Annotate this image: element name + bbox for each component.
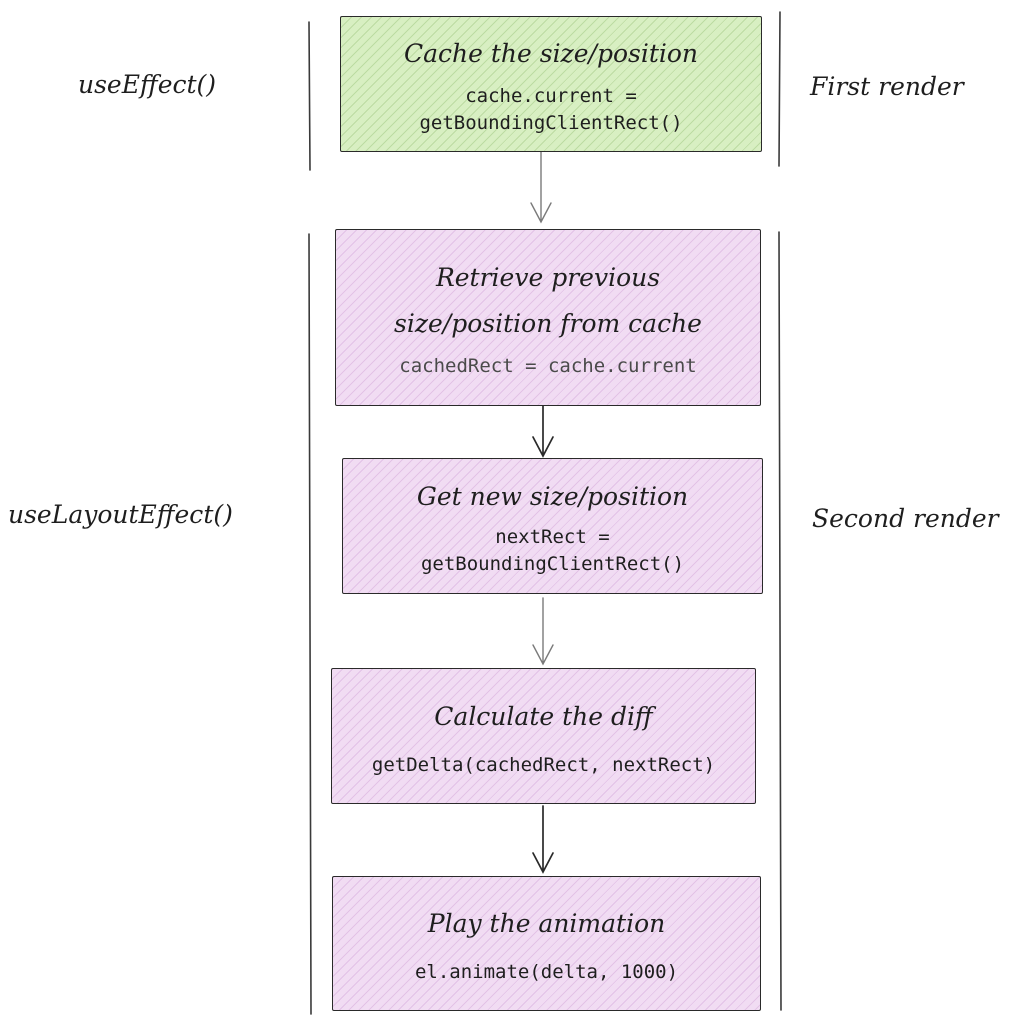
step-play-animation: Play the animation el.animate(delta, 100… <box>332 876 761 1011</box>
step-title: Get new size/position <box>416 482 689 511</box>
arrow-1 <box>530 151 552 224</box>
step-title: size/position from cache <box>394 309 702 338</box>
step-title: Retrieve previous <box>435 263 661 292</box>
label-use-effect: useEffect() <box>78 70 217 99</box>
label-first-render: First render <box>810 72 964 101</box>
step-code: getBoundingClientRect() <box>419 112 683 134</box>
step-code: getBoundingClientRect() <box>420 553 685 575</box>
bracket-right-second <box>778 231 782 1011</box>
step-code: el.animate(delta, 1000) <box>414 961 679 983</box>
step-title: Calculate the diff <box>434 701 653 731</box>
step-retrieve-previous: Retrieve previous size/position from cac… <box>335 229 761 406</box>
step-code: cachedRect = cache.current <box>399 355 697 377</box>
arrow-2 <box>532 405 554 458</box>
label-second-render: Second render <box>812 504 999 533</box>
arrow-4 <box>532 805 554 874</box>
bracket-left-second <box>308 233 312 1015</box>
step-title: Play the animation <box>427 909 666 938</box>
step-calculate-diff: Calculate the diff getDelta(cachedRect, … <box>331 668 756 804</box>
step-get-new-size-position: Get new size/position nextRect = getBoun… <box>342 458 763 594</box>
step-code: cache.current = <box>465 85 637 107</box>
bracket-right-first <box>778 11 781 167</box>
bracket-left-first <box>308 21 311 171</box>
step-title: Cache the size/position <box>403 39 699 68</box>
label-use-layout-effect: useLayoutEffect() <box>8 500 233 529</box>
step-code: getDelta(cachedRect, nextRect) <box>371 753 716 776</box>
step-cache-size-position: Cache the size/position cache.current = … <box>340 16 762 152</box>
arrow-3 <box>532 597 554 666</box>
step-code: nextRect = <box>495 526 610 548</box>
